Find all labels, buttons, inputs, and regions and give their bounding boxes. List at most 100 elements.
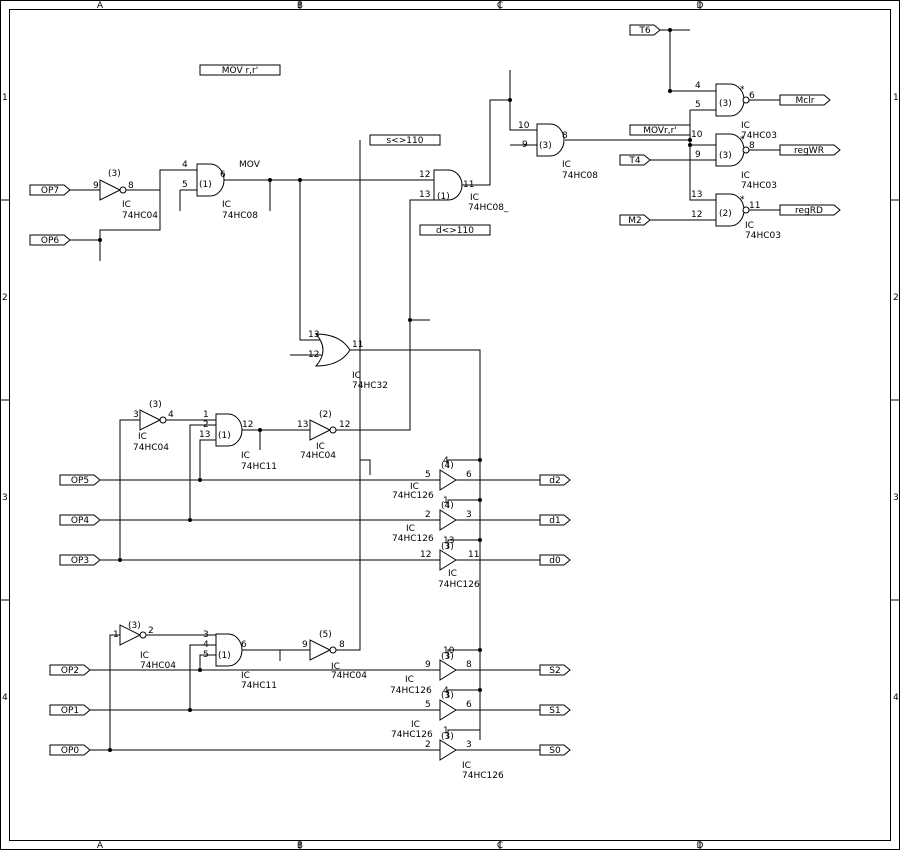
frame-col-label: B [297,1,303,11]
frame-col-label: A [97,1,104,11]
ic-label: IC [122,200,131,210]
pin-number: 8 [466,660,472,670]
unit-label: (3) [108,169,121,179]
junction-dot [478,538,482,542]
pin-number: 3 [466,510,472,520]
part-label: 74HC04 [331,671,367,681]
frame-col-label: C [497,1,503,11]
junction-dot [268,178,272,182]
pin-number: 13 [297,420,308,430]
pin-number: 6 [749,91,755,101]
frame-col-label: A [97,841,104,850]
pin-number: 13 [308,330,319,340]
frame-column-labels: A B C D A B C D [97,1,704,850]
port-s0: S0 [539,744,571,756]
pin-number: 2 [148,626,154,636]
tristate-buffer [439,469,457,491]
inverter-gate [139,409,167,431]
frame-col-label: D [697,841,704,850]
junction-dot [668,89,672,93]
ic-label: IC [448,569,457,579]
unit-label: (3) [441,542,454,552]
port-label: S2 [549,666,560,676]
ic-label: IC [140,651,149,661]
part-label: 74HC03 [745,231,781,241]
part-label: 74HC03 [741,181,777,191]
pin-number: 4 [203,640,209,650]
pin-number: 4 [443,456,449,466]
inverter-gate [309,639,337,661]
part-label: 74HC126 [438,580,480,590]
pin-number: 5 [425,470,431,480]
pin-number: 13 [691,190,702,200]
ic-label: IC [406,524,415,534]
junction-dot [108,748,112,752]
port-m2: M2 [619,214,651,226]
ic-label: IC [138,432,147,442]
pin-number: 9 [93,181,99,191]
ic-label: IC [462,761,471,771]
unit-label: (5) [319,630,332,640]
frame-row-label: 4 [893,693,899,703]
ic-label: IC [470,193,479,203]
marker-label: * [740,195,745,205]
pin-number: 9 [522,140,528,150]
port-label: d2 [549,476,560,486]
and-gate [433,169,463,201]
unit-label: (1) [199,180,212,190]
frame-row-label: 3 [893,493,899,503]
part-label: 74HC32 [352,381,388,391]
ic-label: IC [411,720,420,730]
port-label: OP5 [71,476,89,486]
frame-row-labels: 1 2 3 4 1 2 3 4 [2,93,899,703]
pin-number: 13 [419,190,430,200]
port-op7: OP7 [29,184,71,196]
part-label: 74HC04 [122,211,158,221]
junction-dot [408,318,412,322]
frame-row-label: 2 [2,293,8,303]
junction-dot [188,708,192,712]
pin-number: 2 [425,740,431,750]
frame-row-label: 1 [2,93,8,103]
pin-number: 3 [133,410,139,420]
part-label: 74HC04 [300,451,336,461]
port-op1: OP1 [49,704,91,716]
junction-dot [258,428,262,432]
junctions [98,28,692,752]
unit-label: (4) [441,461,454,471]
wires [70,29,780,751]
inverter-gate [309,419,348,441]
port-s1: S1 [539,704,571,716]
pin-number: 10 [443,646,455,656]
pin-number: 5 [695,100,701,110]
pin-number: 3 [466,740,472,750]
tristate-buffer [439,699,457,721]
port-mclr: Mclr [779,94,831,106]
note-box: MOVr,r' [629,124,691,136]
ic-label: IC [745,221,754,231]
ic-label: IC [562,160,571,170]
port-regrd: regRD [779,204,841,216]
junction-dot [688,143,692,147]
part-label: 74HC126 [392,491,434,501]
port-label: OP1 [61,706,79,716]
nand-gate [715,83,750,117]
port-label: OP3 [71,556,89,566]
port-t4: T4 [619,154,651,166]
part-label: 74HC126 [391,730,433,740]
port-label: S1 [549,706,560,716]
pin-number: 12 [420,550,431,560]
port-op5: OP5 [59,474,101,486]
unit-label: (3) [441,652,454,662]
unit-label: (3) [441,691,454,701]
port-op3: OP3 [59,554,101,566]
pin-number: 6 [466,470,472,480]
junction-dot [478,648,482,652]
and-gate [215,413,243,447]
junction-dot [298,178,302,182]
junction-dot [198,478,202,482]
pin-number: 4 [182,160,188,170]
net-label: MOV [239,160,261,170]
junction-dot [188,518,192,522]
